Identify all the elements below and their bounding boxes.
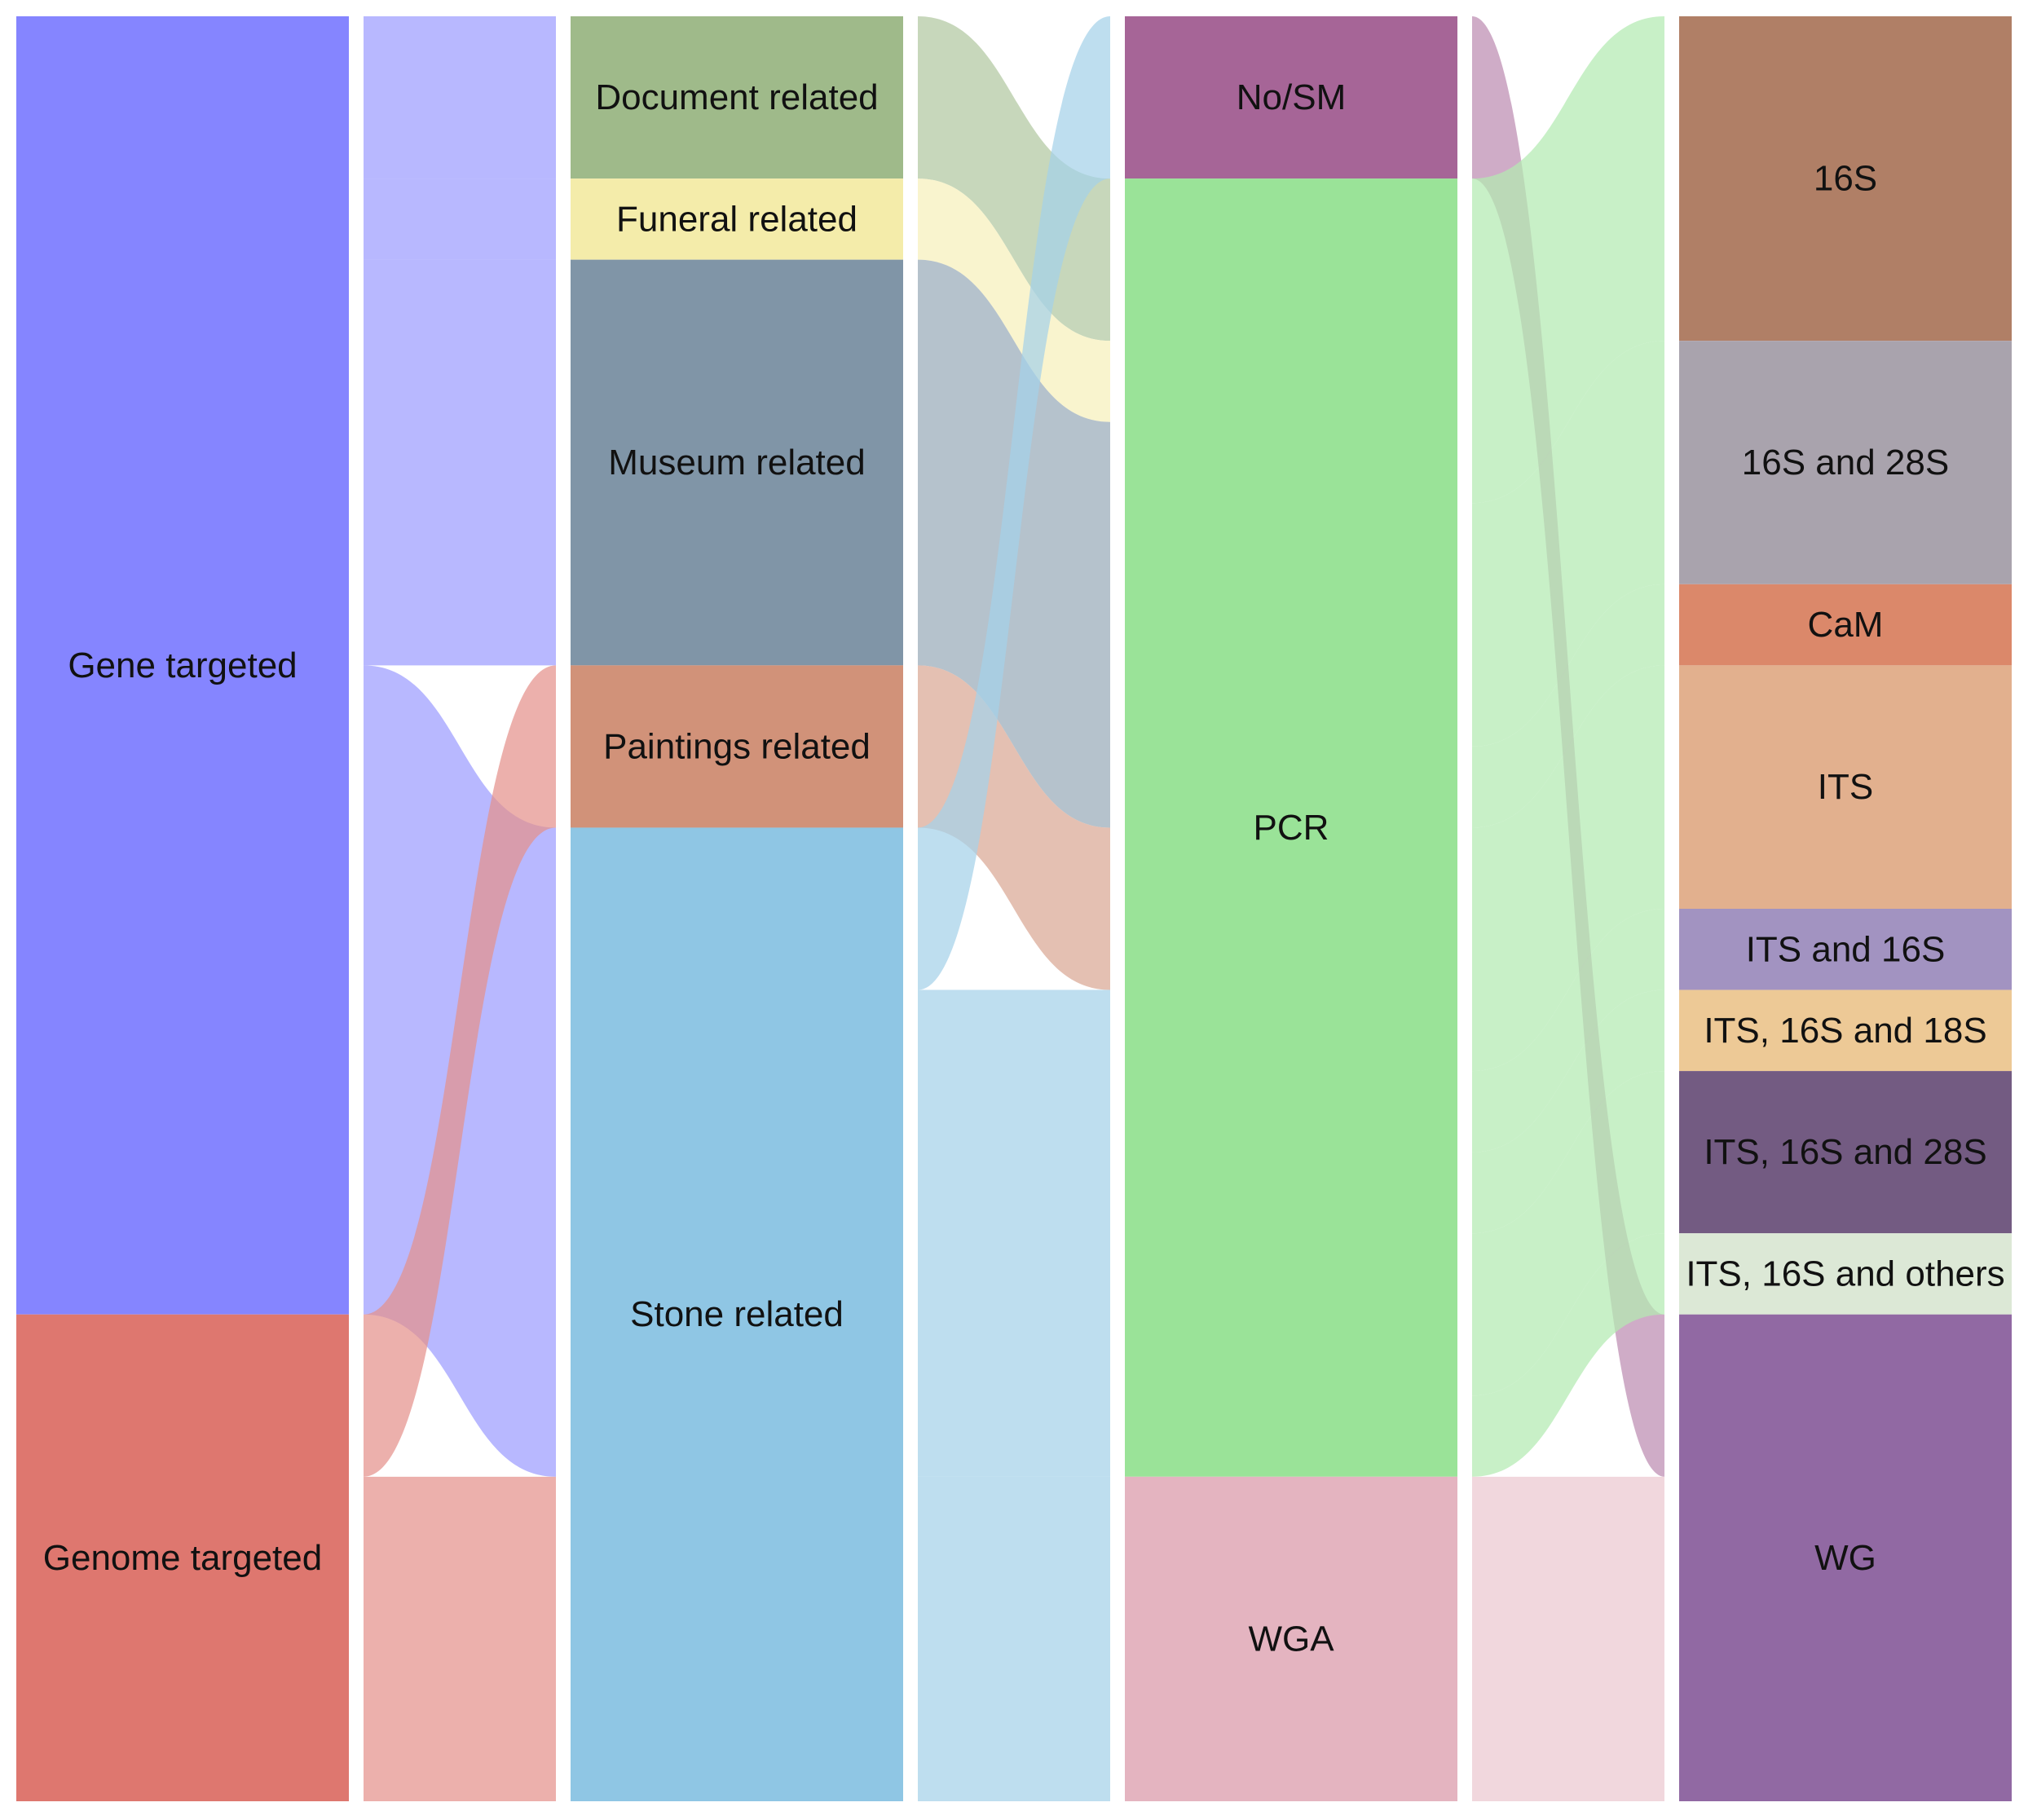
node-label-its16: ITS and 16S	[1746, 929, 1946, 969]
link-sto-to-no	[918, 16, 1110, 990]
node-label-its: ITS	[1818, 767, 1873, 807]
node-genome	[16, 1314, 349, 1801]
node-label-s16: 16S	[1814, 159, 1877, 199]
link-pcr-to-s1628	[1472, 341, 1664, 747]
nodes-layer	[16, 16, 2012, 1801]
node-label-pai: Paintings related	[603, 726, 871, 766]
link-pcr-to-s16	[1472, 16, 1664, 504]
node-cam	[1679, 584, 2012, 666]
link-gene-to-fun	[364, 178, 556, 260]
link-sto-to-pcr	[918, 989, 1110, 1477]
node-doc	[571, 16, 903, 179]
node-label-sto: Stone related	[630, 1294, 844, 1334]
node-label-itsoth: ITS, 16S and others	[1686, 1254, 2004, 1293]
node-label-no: No/SM	[1237, 77, 1346, 117]
links-layer	[364, 16, 1664, 1801]
link-genome-to-pai	[364, 665, 556, 1477]
node-s1628	[1679, 341, 2012, 584]
link-pcr-to-its	[1472, 665, 1664, 1072]
node-label-s1628: 16S and 28S	[1742, 443, 1949, 483]
link-gene-to-mus	[364, 259, 556, 666]
link-wga-to-wg	[1472, 1476, 1664, 1801]
node-label-mus: Museum related	[608, 443, 865, 483]
node-label-pcr: PCR	[1254, 808, 1329, 848]
node-gene	[16, 16, 349, 1315]
node-label-its1628: ITS, 16S and 28S	[1704, 1132, 1986, 1172]
link-genome-to-sto	[364, 1476, 556, 1801]
link-fun-to-pcr	[918, 178, 1110, 422]
node-its	[1679, 665, 2012, 909]
node-label-gene: Gene targeted	[68, 646, 297, 685]
node-label-wg: WG	[1814, 1538, 1876, 1578]
node-label-cam: CaM	[1808, 605, 1884, 645]
link-sto-to-wga	[918, 1476, 1110, 1801]
link-pcr-to-its1628	[1472, 1071, 1664, 1396]
node-label-wga: WGA	[1248, 1619, 1334, 1659]
link-pcr-to-itsoth	[1472, 1233, 1664, 1477]
node-mus	[571, 259, 903, 666]
node-pai	[571, 665, 903, 828]
link-gene-to-doc	[364, 16, 556, 179]
node-label-genome: Genome targeted	[43, 1538, 322, 1578]
node-its1618	[1679, 989, 2012, 1072]
node-sto	[571, 827, 903, 1801]
node-label-its1618: ITS, 16S and 18S	[1704, 1011, 1986, 1051]
node-wg	[1679, 1314, 2012, 1801]
link-pcr-to-its16	[1472, 909, 1664, 1152]
node-label-doc: Document related	[595, 77, 878, 117]
node-pcr	[1125, 178, 1457, 1477]
node-its1628	[1679, 1071, 2012, 1234]
node-its16	[1679, 909, 2012, 990]
node-no	[1125, 16, 1457, 179]
node-fun	[571, 178, 903, 260]
link-pcr-to-its1618	[1472, 989, 1664, 1234]
link-pcr-to-cam	[1472, 584, 1664, 828]
node-label-fun: Funeral related	[616, 199, 857, 239]
node-s16	[1679, 16, 2012, 342]
node-itsoth	[1679, 1233, 2012, 1315]
node-wga	[1125, 1476, 1457, 1801]
